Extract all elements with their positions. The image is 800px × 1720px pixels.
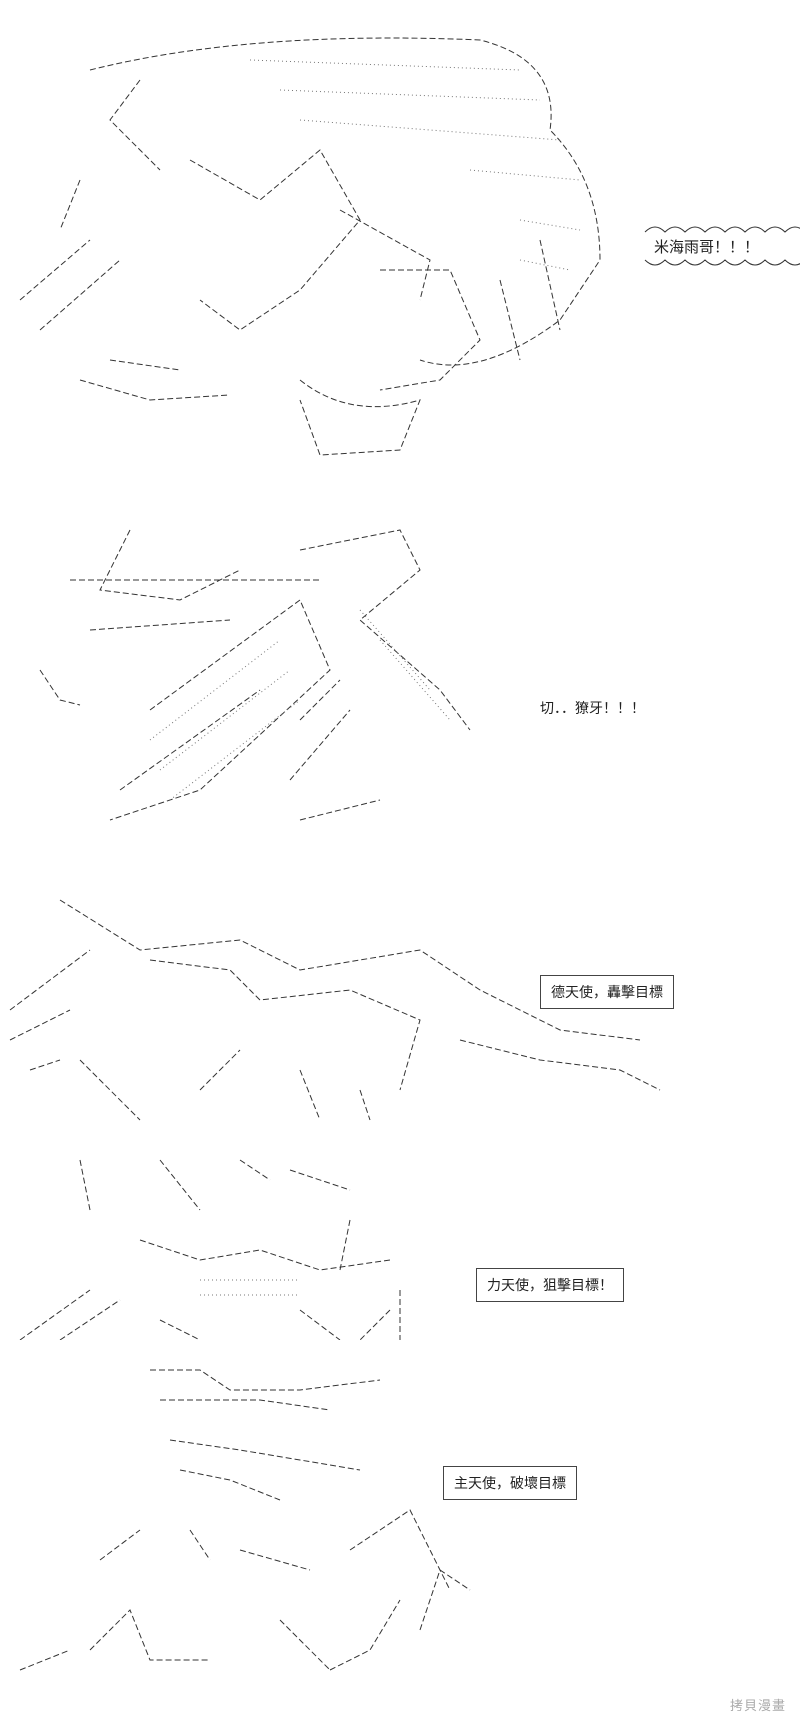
caption-box: 力天使，狙擊目標！ <box>476 1268 624 1302</box>
ascii-art-virtue-snipe <box>19 1159 401 1340</box>
burst-outline <box>644 226 800 266</box>
caption-box: 德天使，轟擊目標 <box>540 975 674 1009</box>
panel-3: 德天使，轟擊目標 <box>0 890 800 1130</box>
ascii-art-fang-strike <box>39 529 471 821</box>
panel-2: 切．．獠牙！！！ <box>0 490 800 870</box>
panel-1: 米海雨哥！！！ <box>0 0 800 480</box>
ascii-art-dominion-destroy <box>19 1369 471 1671</box>
panel-4: 力天使，狙擊目標！ <box>0 1150 800 1340</box>
speech-burst: 米海雨哥！！！ <box>640 226 800 274</box>
ascii-art-dominion-fire <box>9 899 661 1121</box>
watermark: 拷貝漫畫 <box>729 1699 786 1714</box>
speech-text: 米海雨哥！！！ <box>654 238 760 256</box>
panel-5: 主天使，破壞目標 <box>0 1350 800 1720</box>
ascii-art-dragon <box>19 37 601 456</box>
caption-box: 主天使，破壞目標 <box>443 1466 577 1500</box>
shout-text: 切．．獠牙！！！ <box>540 701 645 717</box>
